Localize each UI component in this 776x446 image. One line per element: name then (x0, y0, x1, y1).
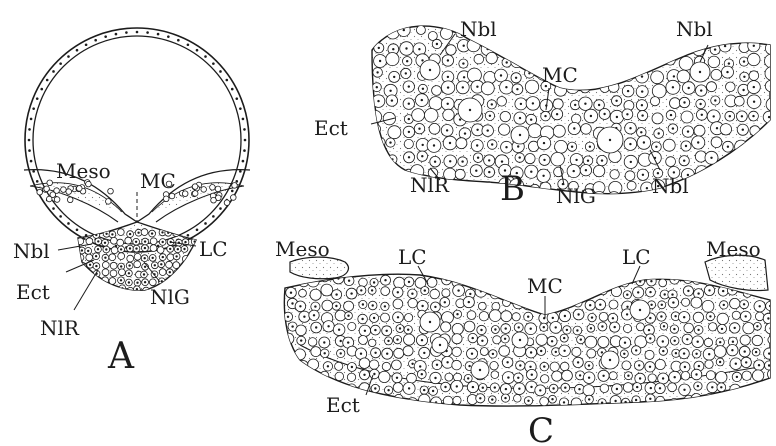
label-b-ect: Ect (314, 116, 348, 140)
label-a-meso: Meso (56, 159, 111, 183)
label-a-nlg: NlG (150, 285, 190, 309)
panel-label-a: A (107, 336, 135, 377)
label-c-lc-right: LC (622, 245, 651, 269)
label-b-mc: MC (542, 63, 578, 87)
label-b-nbl-bottom: Nbl (652, 174, 689, 198)
label-a-nlr: NlR (40, 316, 80, 340)
label-b-nlg: NlG (556, 184, 596, 208)
label-c-mc: MC (527, 274, 563, 298)
panel-label-b: B (500, 169, 525, 209)
label-b-nbl-top: Nbl (460, 17, 497, 41)
label-a-ect: Ect (16, 280, 50, 304)
label-b-nbl-right: Nbl (676, 17, 713, 41)
label-a-lc: LC (199, 237, 228, 261)
label-a-nbl: Nbl (13, 239, 50, 263)
label-c-meso-right: Meso (706, 237, 761, 261)
panel-label-c: C (528, 411, 554, 446)
label-c-ect: Ect (326, 393, 360, 417)
label-a-mc: MC (140, 169, 176, 193)
label-b-nlr: NlR (410, 173, 450, 197)
label-c-lc-left: LC (398, 245, 427, 269)
label-c-meso-left: Meso (275, 237, 330, 261)
